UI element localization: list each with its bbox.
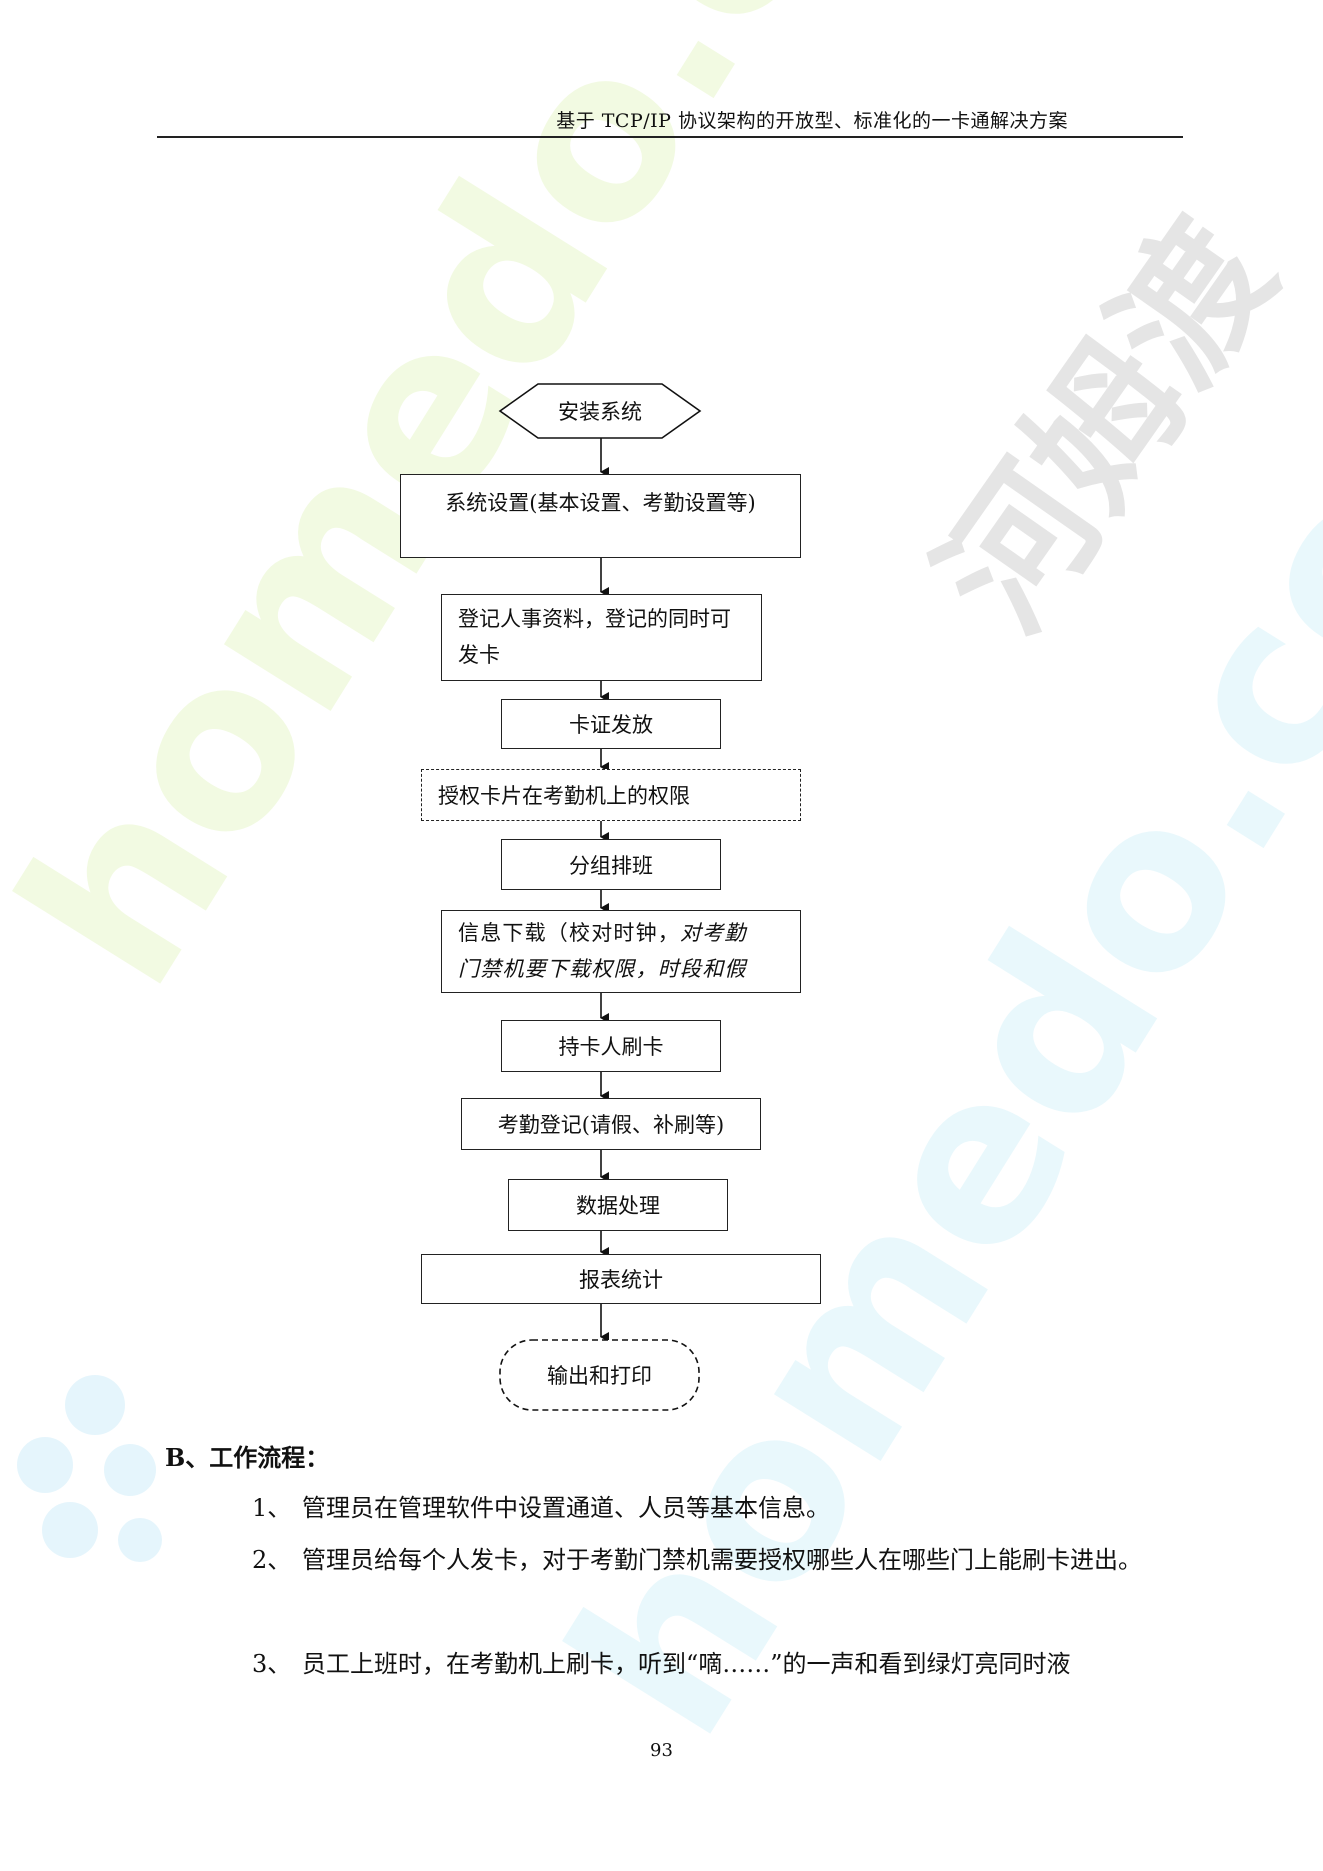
item-number: 1、 xyxy=(252,1494,292,1522)
section-title: B、工作流程： xyxy=(165,1443,330,1472)
step-label: 分组排班 xyxy=(569,853,653,878)
page-number: 93 xyxy=(650,1740,673,1761)
start-label: 安装系统 xyxy=(558,400,642,424)
step-card-issue: 卡证发放 xyxy=(501,699,721,749)
step-label: 报表统计 xyxy=(579,1268,663,1292)
step-label: 登记人事资料，登记的同时可发卡 xyxy=(458,607,731,667)
step-label: 授权卡片在考勤机上的权限 xyxy=(438,784,690,808)
step-attendance-register: 考勤登记(请假、补刷等) xyxy=(461,1098,761,1150)
header-rule xyxy=(157,136,1183,138)
step-data-processing: 数据处理 xyxy=(508,1179,728,1231)
step-label: 系统设置(基本设置、考勤设置等) xyxy=(445,491,756,515)
item-text: 管理员在管理软件中设置通道、人员等基本信息。 xyxy=(302,1494,830,1522)
step-label: 考勤登记(请假、补刷等) xyxy=(497,1113,725,1137)
step-label-italic: 对考勤 xyxy=(680,921,747,945)
step-group-shift: 分组排班 xyxy=(501,839,721,890)
step-report-statistics: 报表统计 xyxy=(421,1254,821,1304)
end-terminator xyxy=(499,1339,700,1411)
step-label: 卡证发放 xyxy=(569,713,653,737)
step-label: 信息下载（校对时钟， xyxy=(458,921,680,945)
start-terminator xyxy=(498,383,702,439)
end-label: 输出和打印 xyxy=(547,1364,652,1388)
step-cardholder-swipe: 持卡人刷卡 xyxy=(501,1020,721,1072)
step-label: 数据处理 xyxy=(576,1194,660,1218)
step-info-download: 信息下载（校对时钟，对考勤 门禁机要下载权限，时段和假 xyxy=(441,910,801,993)
step-label: 持卡人刷卡 xyxy=(558,1035,664,1059)
item-text: 管理员给每个人发卡，对于考勤门禁机需要授权哪些人在哪些门上能刷卡进出。 xyxy=(302,1546,1142,1574)
item-number: 2、 xyxy=(252,1546,292,1574)
item-text: 员工上班时，在考勤机上刷卡，听到“嘀……”的一声和看到绿灯亮同时液 xyxy=(302,1650,1071,1678)
step-system-settings: 系统设置(基本设置、考勤设置等) xyxy=(400,474,801,558)
step-authorize-card: 授权卡片在考勤机上的权限 xyxy=(421,769,801,821)
item-number: 3、 xyxy=(252,1650,292,1678)
step-label-italic: 门禁机要下载权限，时段和假 xyxy=(458,957,747,981)
header-title: 基于 TCP/IP 协议架构的开放型、标准化的一卡通解决方案 xyxy=(556,110,1068,132)
step-register-personnel: 登记人事资料，登记的同时可发卡 xyxy=(441,594,762,681)
